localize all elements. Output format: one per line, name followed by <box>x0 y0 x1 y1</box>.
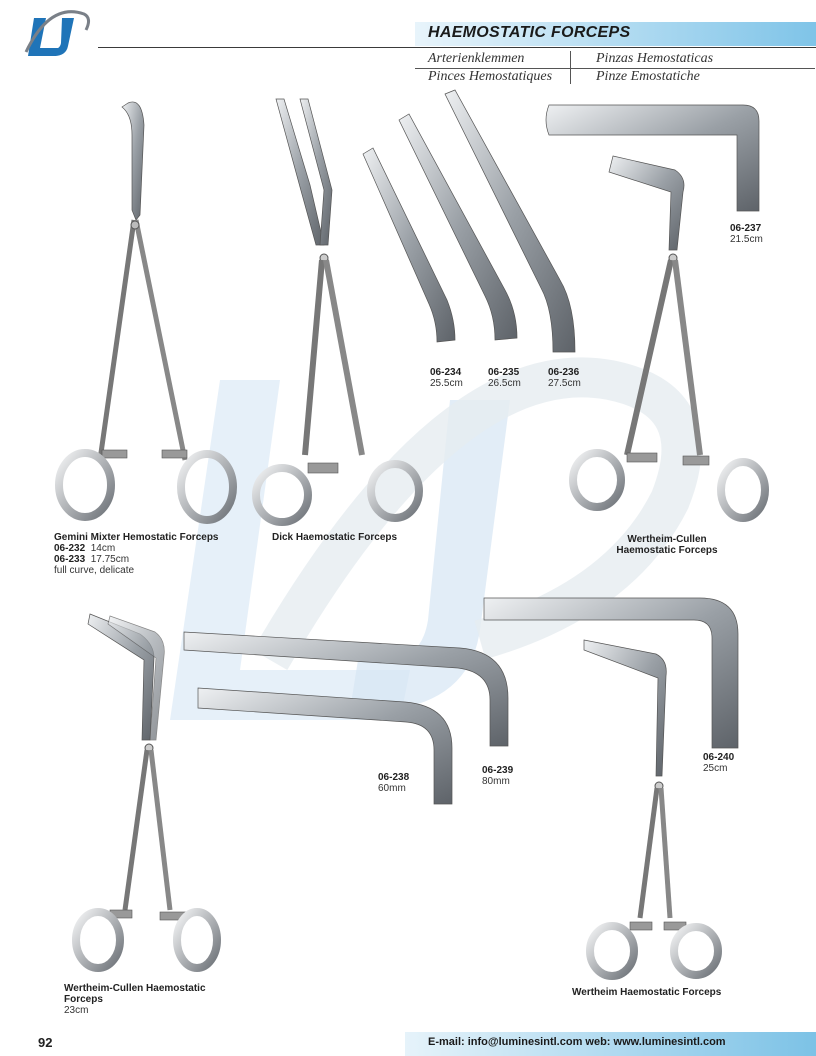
p236-caption: 06-236 27.5cm <box>548 367 581 389</box>
p240-size: 25cm <box>703 763 728 774</box>
header-rule <box>98 47 816 48</box>
wertheim-name: Wertheim Haemostatic Forceps <box>572 987 722 998</box>
p235-size: 26.5cm <box>488 378 521 389</box>
gemini-forceps-illustration <box>55 101 237 524</box>
p236-size: 27.5cm <box>548 378 581 389</box>
title-band <box>415 22 816 46</box>
p240-code: 06-240 <box>703 752 735 763</box>
p239-size: 80mm <box>482 776 510 787</box>
wertheim-illustration <box>583 639 722 980</box>
blades-234-236-illustration <box>362 89 576 353</box>
p238-caption: 06-238 60mm <box>378 772 409 794</box>
footer-band <box>405 1032 816 1056</box>
wertheim-cullen-right-illustration <box>569 155 769 522</box>
dick-name: Dick Haemostatic Forceps <box>272 532 398 543</box>
wertheim-cullen-left-size: 23cm <box>64 1005 89 1016</box>
footer-contact: E-mail: info@luminesintl.com web: www.lu… <box>428 1036 726 1048</box>
dick-forceps-illustration <box>252 98 423 526</box>
p239-code: 06-239 <box>482 765 514 776</box>
gemini-code-2: 06-233 <box>54 554 86 565</box>
wertheim-cullen-left-name-1: Wertheim-Cullen Haemostatic <box>64 983 206 994</box>
gemini-caption: Gemini Mixter Hemostatic Forceps 06-232 … <box>54 532 219 576</box>
p240-caption: 06-240 25cm <box>703 752 734 774</box>
wertheim-cullen-left-name-2: Forceps <box>64 994 103 1005</box>
gemini-size-1: 14cm <box>90 543 116 554</box>
p236-code: 06-236 <box>548 367 580 378</box>
blade-240-illustration <box>483 597 739 749</box>
p235-code: 06-235 <box>488 367 520 378</box>
p238-size: 60mm <box>378 783 406 794</box>
wertheim-cullen-left-illustration <box>72 613 221 972</box>
p234-code: 06-234 <box>430 367 462 378</box>
translation-separator <box>570 51 571 84</box>
translation-it: Pinze Emostatiche <box>596 69 700 84</box>
wertheim-cullen-right-name-1: Wertheim-Cullen <box>627 534 707 545</box>
p239-caption: 06-239 80mm <box>482 765 513 787</box>
translation-de: Arterienklemmen <box>428 51 525 66</box>
p237-code: 06-237 <box>730 223 762 234</box>
p234-size: 25.5cm <box>430 378 463 389</box>
translation-divider <box>415 68 815 69</box>
page-title: HAEMOSTATIC FORCEPS <box>428 24 631 41</box>
wertheim-cullen-right-caption: Wertheim-Cullen Haemostatic Forceps <box>612 534 722 556</box>
p234-caption: 06-234 25.5cm <box>430 367 463 389</box>
p235-caption: 06-235 26.5cm <box>488 367 521 389</box>
p237-size: 21.5cm <box>730 234 763 245</box>
translation-fr: Pinces Hemostatiques <box>428 69 553 84</box>
blades-238-239-illustration <box>183 631 509 805</box>
page-number: 92 <box>38 1035 53 1050</box>
translation-es: Pinzas Hemostaticas <box>596 51 714 66</box>
company-logo <box>24 10 91 56</box>
wertheim-cullen-right-name-2: Haemostatic Forceps <box>616 545 718 556</box>
blade-237-illustration <box>545 104 760 212</box>
wertheim-cullen-left-caption: Wertheim-Cullen Haemostatic Forceps 23cm <box>64 983 206 1016</box>
gemini-code-1: 06-232 <box>54 543 86 554</box>
gemini-note: full curve, delicate <box>54 565 135 576</box>
gemini-name: Gemini Mixter Hemostatic Forceps <box>54 532 219 543</box>
p237-caption: 06-237 21.5cm <box>730 223 763 245</box>
p238-code: 06-238 <box>378 772 410 783</box>
gemini-size-2: 17.75cm <box>90 554 130 565</box>
